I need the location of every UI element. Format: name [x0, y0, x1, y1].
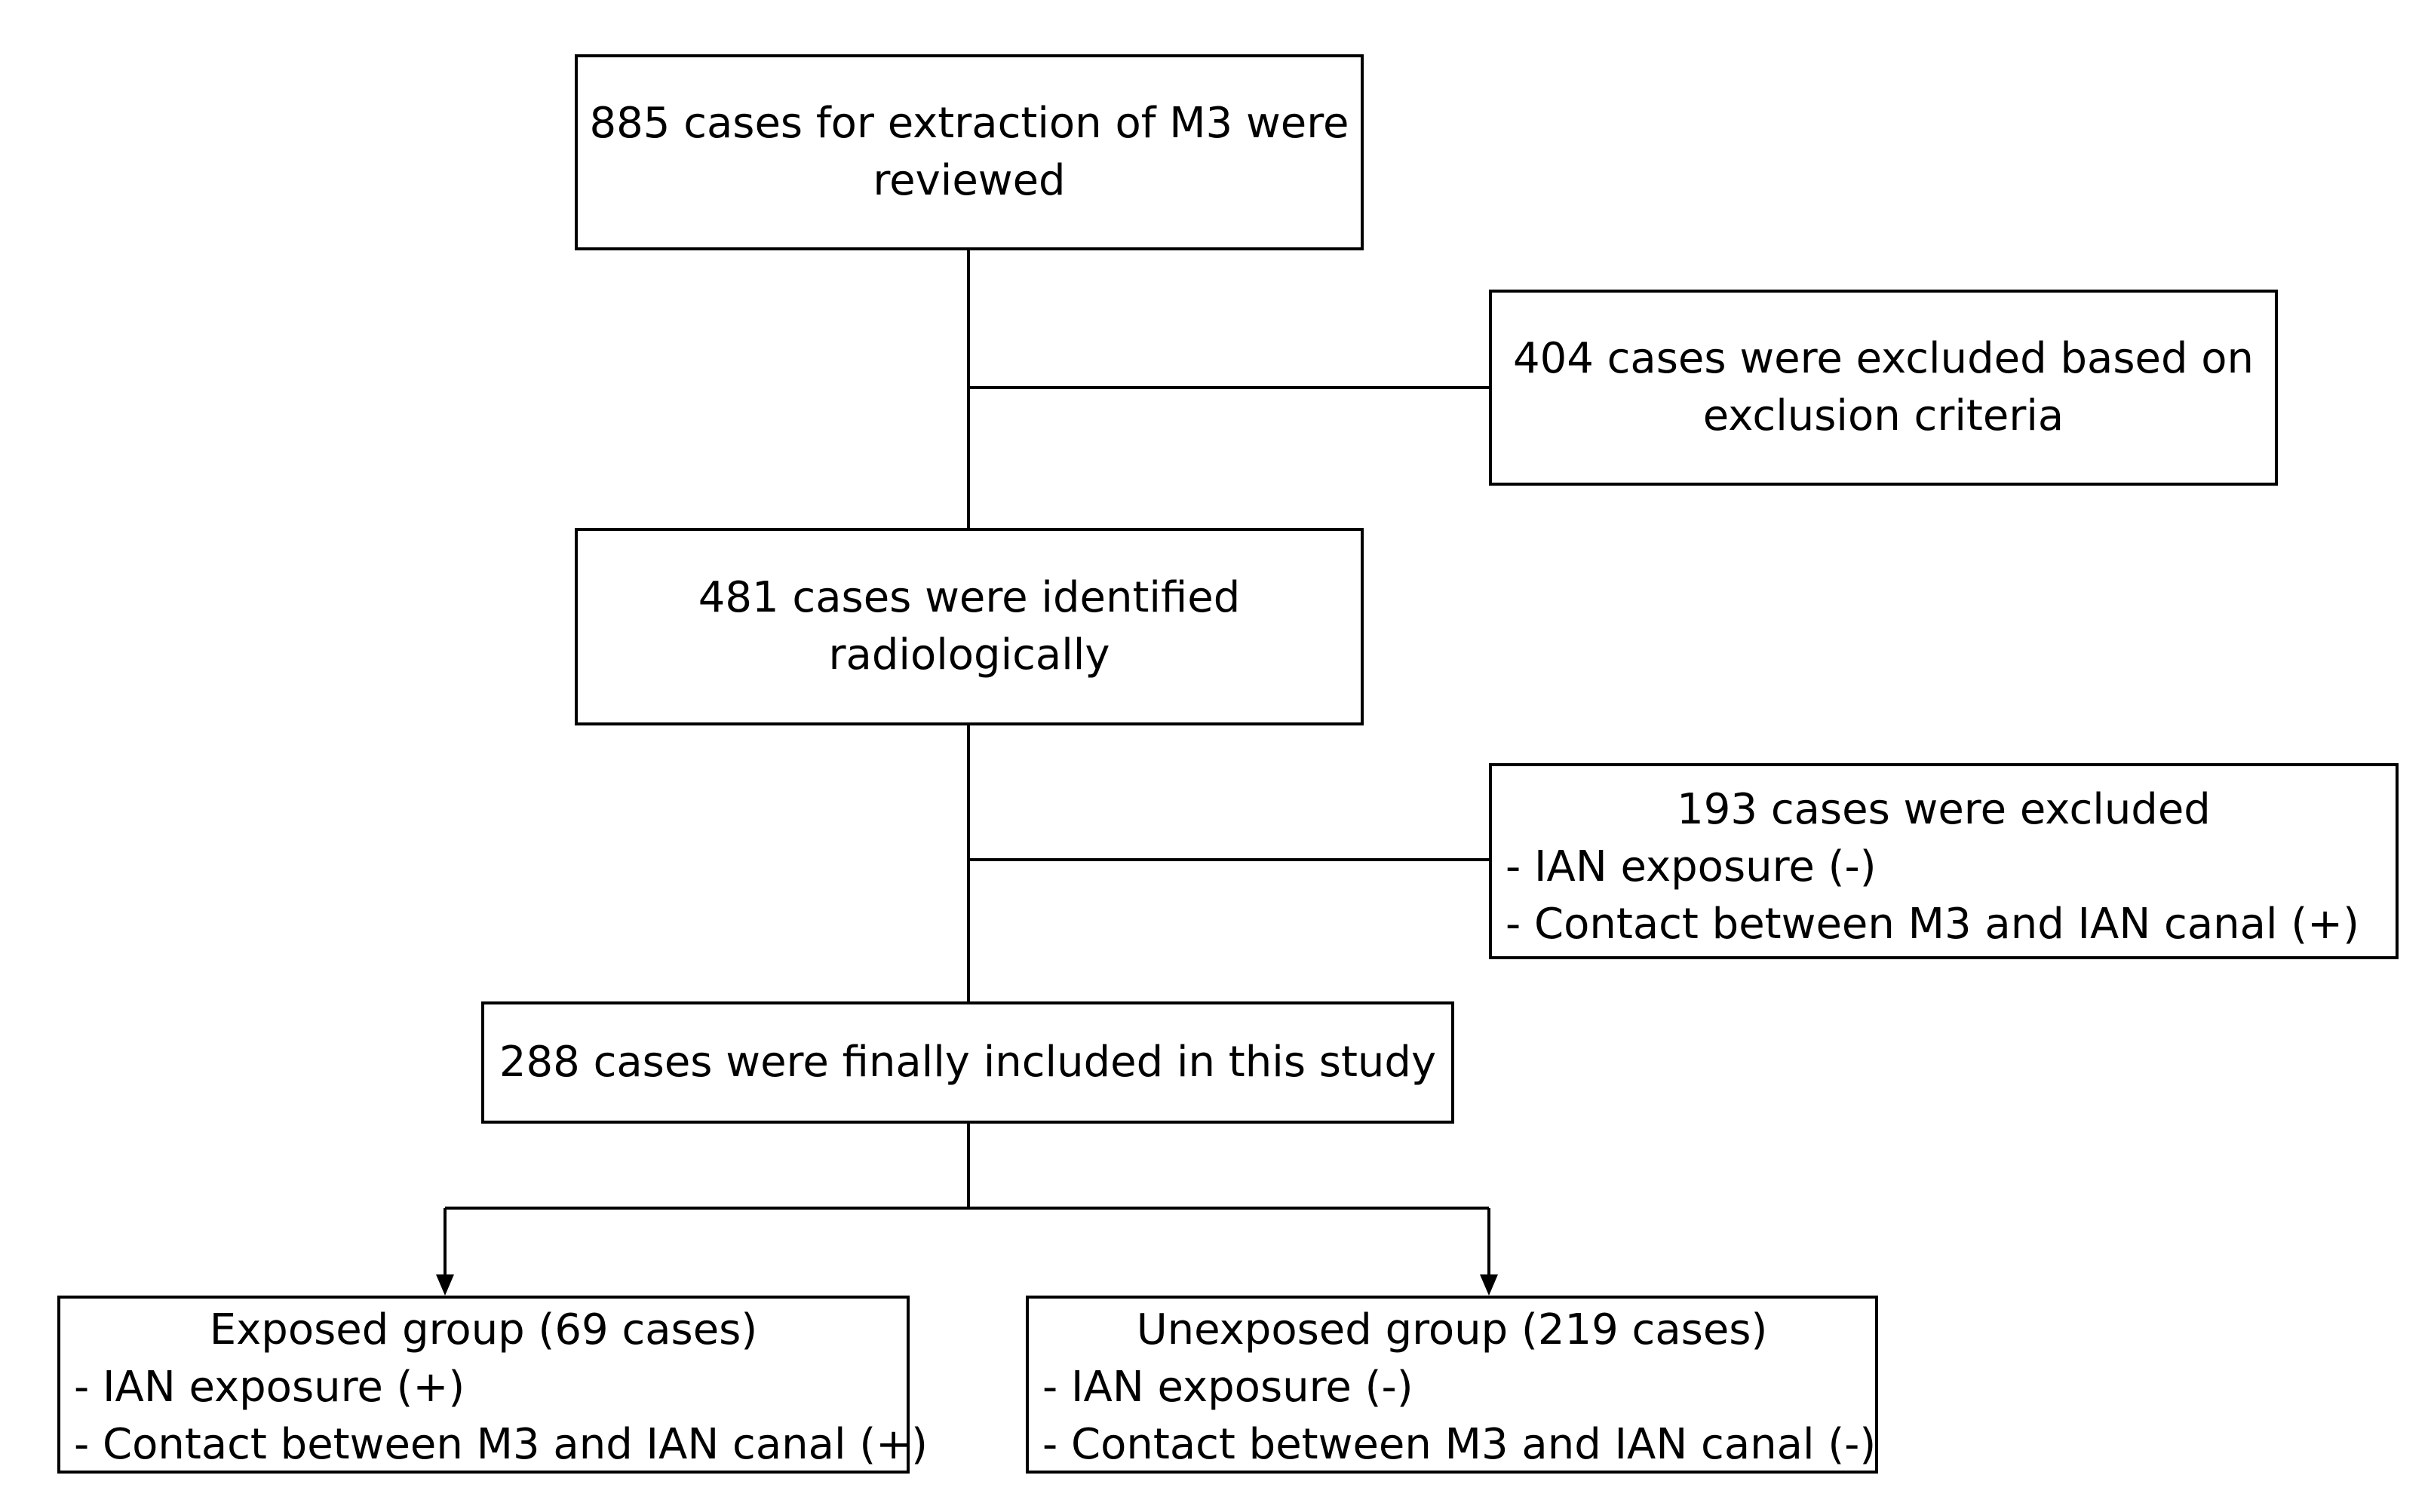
- excluded-193-box: 193 cases were excluded - IAN exposure (…: [1489, 763, 2399, 959]
- excluded-193-item-2: - Contact between M3 and IAN canal (+): [1506, 900, 2359, 949]
- excluded-193-title: 193 cases were excluded: [1677, 785, 2211, 834]
- unexposed-group-item-2: - Contact between M3 and IAN canal (-): [1042, 1420, 1877, 1469]
- exposed-group-item-1: - IAN exposure (+): [74, 1363, 465, 1412]
- exposed-group-box: Exposed group (69 cases) - IAN exposure …: [57, 1296, 928, 1474]
- excluded-criteria-box: 404 cases were excluded based on exclusi…: [1489, 290, 2278, 486]
- identified-line1: 481 cases were identified: [698, 573, 1241, 622]
- arrowhead-unexposed: [1480, 1274, 1498, 1296]
- unexposed-group-item-1: - IAN exposure (-): [1042, 1363, 1413, 1412]
- excluded-193-item-1: - IAN exposure (-): [1506, 842, 1877, 891]
- reviewed-line2: reviewed: [873, 156, 1066, 205]
- unexposed-group-title: Unexposed group (219 cases): [1136, 1305, 1768, 1354]
- reviewed-line1: 885 cases for extraction of M3 were: [589, 99, 1349, 148]
- unexposed-group-box: Unexposed group (219 cases) - IAN exposu…: [1026, 1296, 1878, 1474]
- identified-box: 481 cases were identified radiologically: [575, 528, 1364, 725]
- reviewed-box: 885 cases for extraction of M3 were revi…: [575, 54, 1364, 250]
- excluded-criteria-line2: exclusion criteria: [1702, 391, 2064, 440]
- exposed-group-title: Exposed group (69 cases): [209, 1305, 758, 1354]
- arrowhead-exposed: [436, 1274, 454, 1296]
- exposed-group-item-2: - Contact between M3 and IAN canal (+): [74, 1420, 928, 1469]
- included-text: 288 cases were finally included in this …: [499, 1038, 1437, 1087]
- excluded-criteria-line1: 404 cases were excluded based on: [1512, 334, 2254, 383]
- included-box: 288 cases were finally included in this …: [481, 1001, 1454, 1124]
- identified-line2: radiologically: [828, 630, 1110, 679]
